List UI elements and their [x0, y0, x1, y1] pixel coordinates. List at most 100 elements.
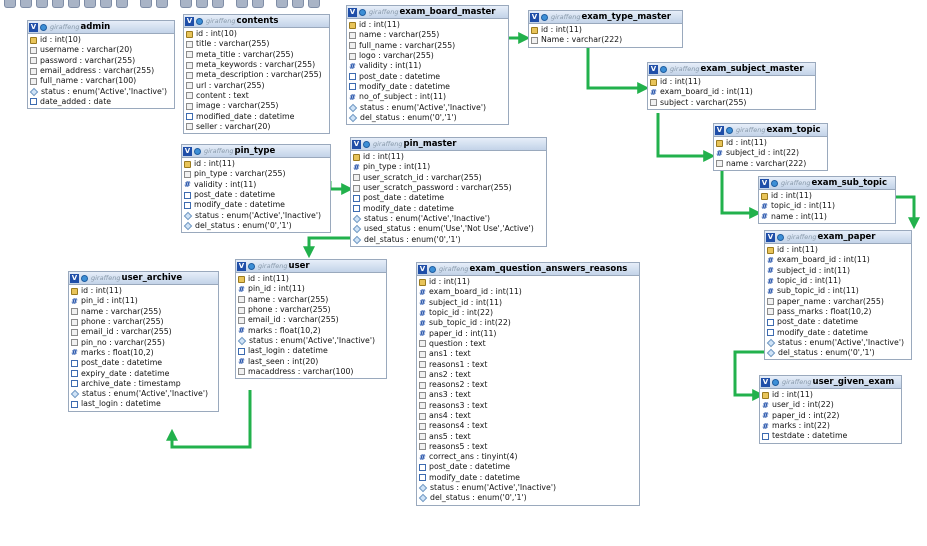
toolbar-button[interactable] [116, 0, 128, 8]
field-row[interactable]: #sub_topic_id : int(11) [765, 286, 911, 296]
field-row[interactable]: Name : varchar(222) [529, 35, 682, 45]
toolbar-button[interactable] [236, 0, 248, 8]
toggle-columns-icon[interactable]: V [760, 178, 769, 188]
gear-icon[interactable] [248, 262, 255, 270]
field-row[interactable]: modify_date : datetime [351, 203, 546, 213]
field-row[interactable]: #pin_id : int(11) [236, 284, 386, 294]
field-row[interactable]: expiry_date : datetime [69, 368, 218, 378]
field-row[interactable]: id : int(11) [347, 20, 508, 30]
field-row[interactable]: del_status : enum('0','1') [351, 234, 546, 244]
field-row[interactable]: id : int(11) [529, 25, 682, 35]
toolbar-button[interactable] [276, 0, 288, 8]
field-row[interactable]: used_status : enum('Use','Not Use','Acti… [351, 224, 546, 234]
gear-icon[interactable] [726, 126, 733, 134]
toggle-columns-icon[interactable]: V [348, 7, 357, 17]
field-row[interactable]: pass_marks : float(10,2) [765, 307, 911, 317]
field-row[interactable]: #exam_board_id : int(11) [648, 87, 815, 97]
field-row[interactable]: status : enum('Active','Inactive') [236, 336, 386, 346]
field-row[interactable]: image : varchar(255) [184, 101, 329, 111]
field-row[interactable]: modified_date : datetime [184, 111, 329, 121]
field-row[interactable]: #validity : int(11) [347, 61, 508, 71]
field-row[interactable]: url : varchar(255) [184, 80, 329, 90]
toolbar-button[interactable] [68, 0, 80, 8]
field-row[interactable]: status : enum('Active','Inactive') [69, 389, 218, 399]
field-row[interactable]: title : varchar(255) [184, 39, 329, 49]
gear-icon[interactable] [363, 140, 370, 148]
field-row[interactable]: #marks : int(22) [760, 421, 901, 431]
field-row[interactable]: #topic_id : int(11) [759, 201, 895, 211]
field-row[interactable]: modify_date : datetime [182, 200, 330, 210]
toggle-columns-icon[interactable]: V [183, 146, 192, 156]
field-row[interactable]: #subject_id : int(11) [417, 298, 639, 308]
field-row[interactable]: #pin_type : int(11) [351, 162, 546, 172]
field-row[interactable]: last_login : datetime [69, 399, 218, 409]
gear-icon[interactable] [194, 147, 201, 155]
field-row[interactable]: username : varchar(20) [28, 45, 174, 55]
field-row[interactable]: testdate : datetime [760, 431, 901, 441]
field-row[interactable]: post_date : datetime [347, 71, 508, 81]
field-row[interactable]: id : int(10) [28, 35, 174, 45]
toggle-columns-icon[interactable]: V [237, 261, 246, 271]
field-row[interactable]: #last_seen : int(20) [236, 356, 386, 366]
field-row[interactable]: name : varchar(255) [69, 307, 218, 317]
field-row[interactable]: del_status : enum('0','1') [417, 493, 639, 503]
toolbar-button[interactable] [84, 0, 96, 8]
field-row[interactable]: status : enum('Active','Inactive') [182, 210, 330, 220]
field-row[interactable]: #pin_id : int(11) [69, 296, 218, 306]
toggle-columns-icon[interactable]: V [649, 64, 658, 74]
field-row[interactable]: ans3 : text [417, 390, 639, 400]
field-row[interactable]: phone : varchar(255) [236, 305, 386, 315]
toggle-columns-icon[interactable]: V [418, 264, 427, 274]
toolbar-button[interactable] [4, 0, 16, 8]
field-row[interactable]: #topic_id : int(11) [765, 276, 911, 286]
field-row[interactable]: #marks : float(10,2) [236, 325, 386, 335]
field-row[interactable]: id : int(11) [759, 191, 895, 201]
field-row[interactable]: del_status : enum('0','1') [182, 221, 330, 231]
toolbar-button[interactable] [196, 0, 208, 8]
gear-icon[interactable] [81, 274, 88, 282]
field-row[interactable]: content : text [184, 91, 329, 101]
toolbar-button[interactable] [252, 0, 264, 8]
toggle-columns-icon[interactable]: V [761, 377, 770, 387]
field-row[interactable]: del_status : enum('0','1') [347, 113, 508, 123]
toggle-columns-icon[interactable]: V [185, 16, 194, 26]
field-row[interactable]: seller : varchar(20) [184, 122, 329, 132]
field-row[interactable]: meta_title : varchar(255) [184, 50, 329, 60]
field-row[interactable]: name : varchar(222) [714, 159, 827, 169]
field-row[interactable]: id : int(11) [236, 274, 386, 284]
field-row[interactable]: status : enum('Active','Inactive') [765, 338, 911, 348]
toggle-columns-icon[interactable]: V [715, 125, 724, 135]
toolbar-button[interactable] [180, 0, 192, 8]
toolbar-button[interactable] [52, 0, 64, 8]
field-row[interactable]: post_date : datetime [69, 358, 218, 368]
field-row[interactable]: id : int(11) [182, 159, 330, 169]
field-row[interactable]: id : int(11) [760, 390, 901, 400]
field-row[interactable]: date_added : date [28, 97, 174, 107]
field-row[interactable]: email_address : varchar(255) [28, 66, 174, 76]
field-row[interactable]: email_id : varchar(255) [69, 327, 218, 337]
gear-icon[interactable] [196, 17, 203, 25]
field-row[interactable]: #correct_ans : tinyint(4) [417, 452, 639, 462]
field-row[interactable]: full_name : varchar(100) [28, 76, 174, 86]
field-row[interactable]: #no_of_subject : int(11) [347, 92, 508, 102]
field-row[interactable]: del_status : enum('0','1') [765, 348, 911, 358]
field-row[interactable]: paper_name : varchar(255) [765, 296, 911, 306]
field-row[interactable]: pin_no : varchar(255) [69, 337, 218, 347]
